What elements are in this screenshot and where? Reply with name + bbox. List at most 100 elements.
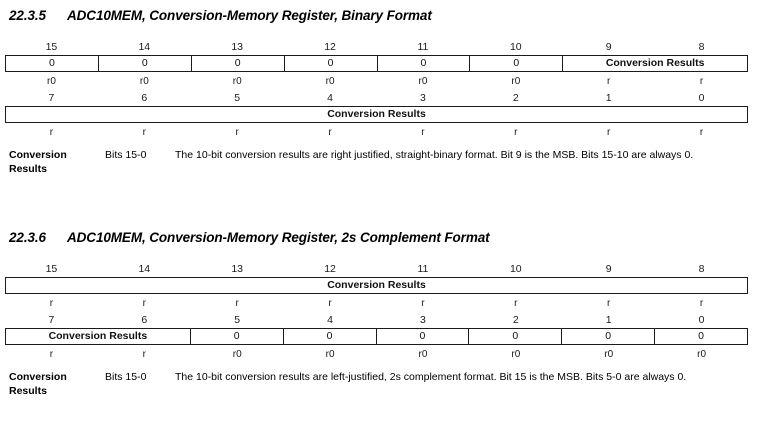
register-cell-row-high: 0 0 0 0 0 0 Conversion Results [5,55,748,72]
bit-number: 11 [417,263,429,275]
register-cell-row-high: Conversion Results [5,277,748,294]
register-cell: 0 [562,329,656,344]
access-label: r0 [697,349,707,360]
access-label: r [235,127,239,138]
access-label: r0 [325,76,335,87]
section-heading: 22.3.5 ADC10MEM, Conversion-Memory Regis… [9,8,759,23]
bit-number: 7 [48,314,55,326]
field-name: Conversion Results [9,371,67,397]
field-description-row: Conversion Results Bits 15-0 The 10-bit … [0,149,759,176]
section-22-3-6: 22.3.6 ADC10MEM, Conversion-Memory Regis… [0,230,759,398]
access-label: r0 [418,349,428,360]
register-cell: 0 [99,56,192,71]
bit-number: 5 [234,314,241,326]
bit-number: 11 [417,41,429,53]
bit-number-row-high: 15 14 13 12 11 10 9 8 [5,262,748,277]
access-label: r [607,127,611,138]
register-cell: 0 [469,329,563,344]
register-cell-conversion-results: Conversion Results [605,57,705,69]
access-label: r [607,298,611,309]
access-label: r0 [511,349,521,360]
access-label: r [142,298,146,309]
bit-number: 0 [698,92,705,104]
bit-number: 8 [698,263,705,275]
access-label: r [142,349,146,360]
access-label: r [328,298,332,309]
register-cell-conversion-results: Conversion Results [327,279,426,291]
access-label: r0 [604,349,614,360]
bit-number: 6 [141,314,148,326]
access-label: r [514,298,518,309]
access-label: r [699,76,704,87]
access-label: r0 [232,349,242,360]
bit-number: 12 [324,41,336,53]
field-bits: Bits 15-0 [105,149,147,161]
section-number: 22.3.6 [9,230,46,245]
bit-number: 13 [231,41,244,53]
access-label: r [514,127,518,138]
bit-number: 15 [45,41,58,53]
bit-number: 7 [48,92,55,104]
access-label: r0 [511,76,521,87]
section-heading: 22.3.6 ADC10MEM, Conversion-Memory Regis… [9,230,759,245]
bit-number: 14 [138,263,151,275]
bit-number: 5 [234,92,241,104]
bit-number: 15 [45,263,58,275]
register-cell: 0 [6,56,99,71]
bit-number: 2 [512,314,519,326]
section-number: 22.3.5 [9,8,46,23]
register-cell: 0 [285,56,378,71]
section-title: ADC10MEM, Conversion-Memory Register, 2s… [67,230,490,245]
access-row-low: r r r0 r0 r0 r0 r0 r0 [5,345,748,364]
bit-number: 10 [509,263,522,275]
access-label: r [699,127,704,138]
register-cell: 0 [191,329,284,344]
access-label: r0 [418,76,428,87]
bit-number: 4 [327,92,333,104]
access-row-high: r r r r r r r r [5,294,748,313]
access-label: r [328,127,332,138]
register-cell-conversion-results: Conversion Results [6,329,191,344]
register-diagram: 15 14 13 12 11 10 9 8 Conversion Results… [0,262,759,364]
field-description-text: The 10-bit conversion results are left-j… [175,371,687,383]
access-label: r [49,127,54,138]
access-label: r0 [232,76,242,87]
bit-number: 3 [420,314,426,326]
access-label: r [607,76,611,87]
access-label: r0 [46,76,56,87]
bit-number: 14 [138,41,151,53]
access-label: r [421,298,425,309]
access-label: r [699,298,704,309]
register-cell: 0 [698,330,704,342]
register-cell-row-low: Conversion Results 0 0 0 0 0 0 [5,328,748,345]
register-diagram: 15 14 13 12 11 10 9 8 0 0 0 0 0 0 Conver… [0,40,759,142]
bit-number: 0 [698,314,705,326]
bit-number: 1 [605,92,612,104]
bit-number-row-high: 15 14 13 12 11 10 9 8 [5,40,748,55]
access-label: r0 [139,76,149,87]
bit-number: 1 [605,314,612,326]
access-label: r [235,298,239,309]
bit-number: 6 [141,92,148,104]
field-description-text: The 10-bit conversion results are right … [175,149,694,161]
bit-number: 13 [231,263,244,275]
access-label: r [421,127,425,138]
register-cell-row-low: Conversion Results [5,106,748,123]
field-description-row: Conversion Results Bits 15-0 The 10-bit … [0,371,759,398]
access-label: r0 [325,349,335,360]
access-label: r [49,298,54,309]
bit-number: 9 [605,263,612,275]
bit-number: 3 [420,92,426,104]
field-bits: Bits 15-0 [105,371,147,383]
access-row-high: r0 r0 r0 r0 r0 r0 r r [5,72,748,91]
section-title: ADC10MEM, Conversion-Memory Register, Bi… [67,8,432,23]
register-cell: 0 [378,56,471,71]
register-cell: 0 [284,329,377,344]
access-label: r [49,349,54,360]
bit-number-row-low: 7 6 5 4 3 2 1 0 [5,313,748,328]
section-22-3-5: 22.3.5 ADC10MEM, Conversion-Memory Regis… [0,8,759,176]
bit-number: 8 [698,41,705,53]
bit-number: 2 [512,92,519,104]
access-row-low: r r r r r r r r [5,123,748,142]
